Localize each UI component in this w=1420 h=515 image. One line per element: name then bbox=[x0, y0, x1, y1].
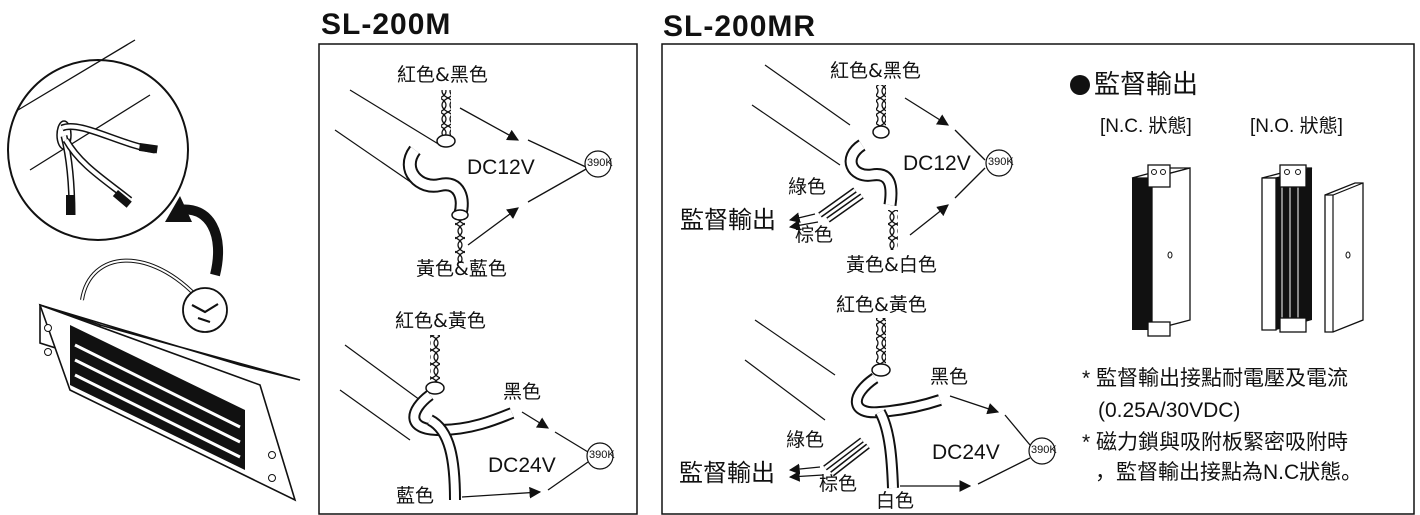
sl200mr-top-monitor-label: 監督輸出 bbox=[680, 206, 776, 234]
sl200m-bot-voltage: DC24V bbox=[488, 454, 556, 477]
sl200mr-bot-wire-label: 紅色&黃色 bbox=[836, 294, 927, 316]
monitor-heading: 監督輸出 bbox=[1094, 70, 1199, 100]
no-lock-illustration bbox=[1261, 164, 1364, 333]
sl200mr-bottom-cable bbox=[744, 318, 1056, 492]
armature-plate bbox=[1324, 182, 1364, 333]
sl200m-top-voltage: DC12V bbox=[467, 156, 535, 179]
sl200mr-bot-voltage: DC24V bbox=[932, 441, 1000, 464]
note1-line2: (0.25A/30VDC) bbox=[1098, 399, 1241, 422]
nc-lock-illustration bbox=[1131, 164, 1191, 337]
sl200m-top-bottom-wire-label: 黃色&藍色 bbox=[416, 258, 507, 280]
sl200mr-bot-resistor: 390K bbox=[1031, 444, 1057, 456]
sl200mr-bot-white-label: 白色 bbox=[876, 490, 915, 512]
sl200mr-top-cable bbox=[751, 64, 1013, 250]
note1-line1: * 監督輸出接點耐電壓及電流 bbox=[1082, 367, 1349, 390]
sl200m-top-wire-label: 紅色&黑色 bbox=[397, 64, 488, 86]
sl200mr-bot-monitor-label: 監督輸出 bbox=[679, 459, 775, 487]
sl200m-bot-resistor: 390K bbox=[589, 449, 615, 461]
sl200mr-bot-green-label: 綠色 bbox=[786, 429, 825, 451]
small-zoom-circle bbox=[182, 287, 228, 333]
zoom-circle bbox=[7, 59, 189, 241]
sl200m-top-resistor: 390K bbox=[587, 157, 613, 169]
product-illustration bbox=[7, 39, 301, 502]
model-title-sl200mr: SL-200MR bbox=[663, 10, 817, 43]
panel-sl200mr bbox=[661, 43, 1415, 515]
sl200mr-bot-brown-label: 棕色 bbox=[819, 473, 858, 495]
sl200m-bot-black-label: 黑色 bbox=[503, 381, 542, 403]
sl200mr-top-brown-label: 棕色 bbox=[795, 224, 834, 246]
sl200mr-bot-black-label: 黑色 bbox=[930, 366, 969, 388]
model-title-sl200m: SL-200M bbox=[321, 8, 452, 41]
sl200mr-top-wire-label: 紅色&黑色 bbox=[830, 60, 921, 82]
sl200m-bot-wire-label: 紅色&黃色 bbox=[395, 310, 486, 332]
bullet-icon bbox=[1070, 75, 1090, 95]
nc-state-label: [N.C. 狀態] bbox=[1100, 116, 1192, 137]
sl200mr-top-voltage: DC12V bbox=[903, 152, 971, 175]
sl200mr-top-bottom-wire-label: 黃色&白色 bbox=[846, 254, 937, 276]
panel-sl200m bbox=[318, 43, 638, 515]
note2-line2: ，監督輸出接點為N.C狀態。 bbox=[1095, 461, 1363, 484]
note2-line1: * 磁力鎖與吸附板緊密吸附時 bbox=[1082, 431, 1349, 454]
sl200mr-top-resistor: 390K bbox=[988, 156, 1014, 168]
sl200m-top-cable bbox=[334, 89, 612, 263]
sl200mr-top-green-label: 綠色 bbox=[788, 176, 827, 198]
no-state-label: [N.O. 狀態] bbox=[1250, 116, 1343, 137]
sl200m-bottom-cable bbox=[339, 335, 614, 501]
sl200m-bot-blue-label: 藍色 bbox=[396, 485, 435, 507]
